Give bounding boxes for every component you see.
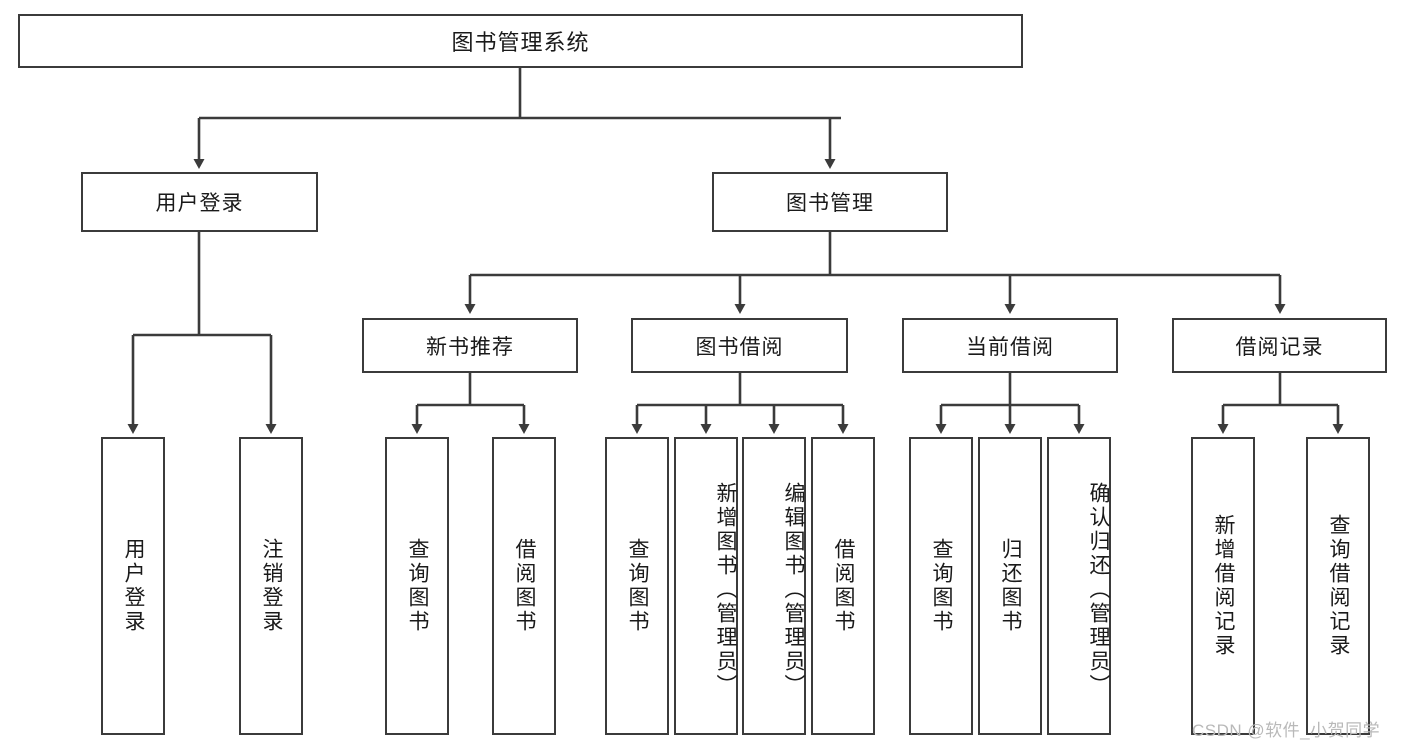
node-book-borrow[interactable]: 图书借阅	[631, 318, 848, 373]
node-label: 新增图书（管理员）	[714, 482, 737, 698]
node-label: 查询借阅记录	[1327, 514, 1351, 658]
leaf-add-borrow-record[interactable]: 新增借阅记录	[1191, 437, 1255, 735]
csdn-watermark: CSDN @软件_小贺同学	[1192, 721, 1381, 740]
node-borrow-record[interactable]: 借阅记录	[1172, 318, 1387, 373]
leaf-return-book[interactable]: 归还图书	[978, 437, 1042, 735]
node-label: 注销登录	[260, 538, 284, 634]
node-label: 图书借阅	[695, 335, 784, 359]
leaf-edit-book-admin[interactable]: 编辑图书（管理员）	[742, 437, 806, 735]
node-label: 新书推荐	[426, 335, 514, 359]
leaf-logout[interactable]: 注销登录	[239, 437, 303, 735]
node-label: 当前借阅	[966, 335, 1054, 359]
node-label: 编辑图书（管理员）	[782, 482, 805, 698]
node-user-login[interactable]: 用户登录	[81, 172, 318, 232]
leaf-query-book-newbook[interactable]: 查询图书	[385, 437, 449, 735]
node-label: 图书管理	[786, 192, 874, 215]
node-label: 确认归还（管理员）	[1087, 482, 1110, 698]
node-label: 归还图书	[999, 538, 1023, 634]
node-current-borrow[interactable]: 当前借阅	[902, 318, 1118, 373]
node-label: 查询图书	[406, 538, 430, 634]
node-label: 查询图书	[626, 538, 650, 634]
leaf-confirm-return-admin[interactable]: 确认归还（管理员）	[1047, 437, 1111, 735]
leaf-add-book-admin[interactable]: 新增图书（管理员）	[674, 437, 738, 735]
node-label: 借阅图书	[832, 538, 856, 634]
node-new-book-recommendation[interactable]: 新书推荐	[362, 318, 578, 373]
leaf-borrow-book-newbook[interactable]: 借阅图书	[492, 437, 556, 735]
leaf-query-book-current[interactable]: 查询图书	[909, 437, 973, 735]
node-book-management[interactable]: 图书管理	[712, 172, 948, 232]
leaf-borrow-book[interactable]: 借阅图书	[811, 437, 875, 735]
node-root-book-management-system[interactable]: 图书管理系统	[18, 14, 1023, 68]
node-label: 图书管理系统	[451, 30, 590, 55]
node-label: 用户登录	[155, 192, 244, 215]
node-label: 借阅记录	[1235, 335, 1324, 359]
leaf-query-book-borrow[interactable]: 查询图书	[605, 437, 669, 735]
leaf-user-login[interactable]: 用户登录	[101, 437, 165, 735]
node-label: 用户登录	[122, 538, 146, 634]
node-label: 借阅图书	[513, 538, 537, 634]
leaf-query-borrow-record[interactable]: 查询借阅记录	[1306, 437, 1370, 735]
node-label: 查询图书	[930, 538, 954, 634]
node-label: 新增借阅记录	[1212, 514, 1236, 658]
